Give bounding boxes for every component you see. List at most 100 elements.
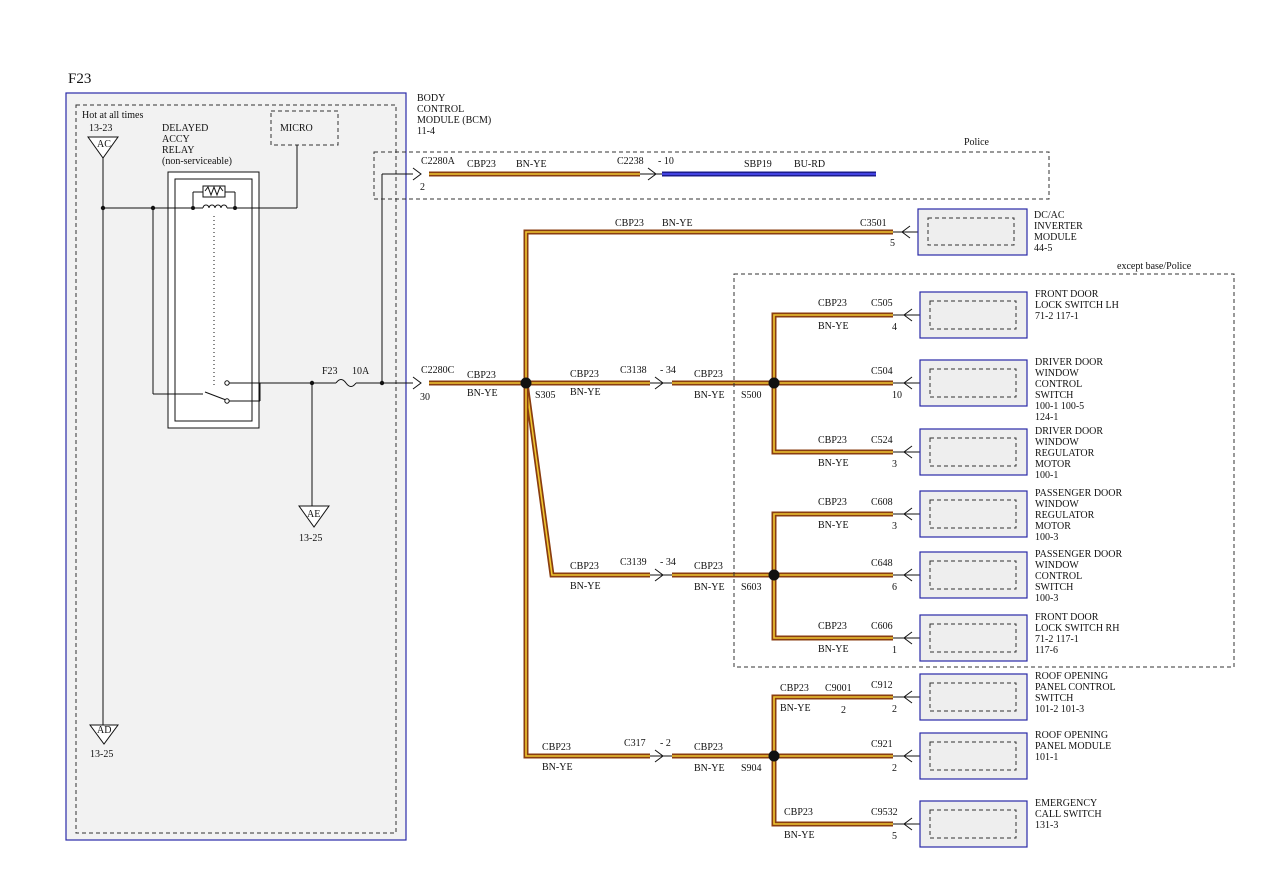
c9532-color-label: BN-YE — [784, 830, 815, 841]
inverter-circuit: CBP23 — [615, 218, 644, 229]
c505-color-label: BN-YE — [818, 321, 849, 332]
c504-module-box[interactable] — [919, 359, 1028, 407]
connector-ad-icon[interactable] — [89, 724, 119, 745]
switch-contact-no — [224, 398, 230, 404]
wire-s305-c3501-stripe — [525, 231, 893, 383]
c524-label-2: WINDOW — [1035, 437, 1079, 448]
c648-module-box[interactable] — [919, 551, 1028, 599]
police-circuit-2: SBP19 — [744, 159, 772, 170]
micro-label: MICRO — [280, 123, 313, 134]
c2280a-pin: 2 — [420, 182, 425, 193]
bcm-label-2: CONTROL — [417, 104, 464, 115]
connector-c505-icon[interactable] — [903, 308, 913, 322]
c608-color-label: BN-YE — [818, 520, 849, 531]
bcm-internal-boundary — [75, 104, 397, 834]
connector-ac-icon[interactable] — [87, 136, 119, 159]
splice-s904-label: S904 — [741, 763, 762, 774]
c9532-connector-label: C9532 — [871, 807, 898, 818]
splice-s500[interactable] — [768, 377, 780, 389]
wire-s904-c912-c9532[interactable] — [771, 694, 893, 827]
c504-pin-label: 10 — [892, 390, 902, 401]
c9532-circuit-label: CBP23 — [784, 807, 813, 818]
splice-s603[interactable] — [768, 569, 780, 581]
c912-connector-label: C912 — [871, 680, 893, 691]
c921-label-2: PANEL MODULE — [1035, 741, 1111, 752]
c524-circuit-label: CBP23 — [818, 435, 847, 446]
c524-pin-label: 3 — [892, 459, 897, 470]
inverter-module-box[interactable] — [917, 208, 1028, 256]
c3138-circuit-b: CBP23 — [694, 369, 723, 380]
bcm-label-4: 11-4 — [417, 126, 435, 137]
c608-module-box[interactable] — [919, 490, 1028, 538]
c648-label-2: WINDOW — [1035, 560, 1079, 571]
c2238-label: C2238 — [617, 156, 644, 167]
splice-s603-label: S603 — [741, 582, 762, 593]
main-color: BN-YE — [467, 388, 498, 399]
c504-label-3: CONTROL — [1035, 379, 1082, 390]
splice-s305[interactable] — [520, 377, 532, 389]
connector-c3501-icon[interactable] — [901, 225, 911, 239]
c648-label-4: SWITCH — [1035, 582, 1073, 593]
connector-c9532-icon[interactable] — [903, 817, 913, 831]
c921-label-1: ROOF OPENING — [1035, 730, 1108, 741]
c912-label-2: PANEL CONTROL — [1035, 682, 1116, 693]
splice-s500-label: S500 — [741, 390, 762, 401]
except-base-police-box — [733, 273, 1235, 668]
c606-module-box[interactable] — [919, 614, 1028, 662]
fuse-name: F23 — [322, 366, 338, 377]
c608-circuit-label: CBP23 — [818, 497, 847, 508]
c3138-label: C3138 — [620, 365, 647, 376]
connector-c921-icon[interactable] — [903, 749, 913, 763]
c3139-color-a: BN-YE — [570, 581, 601, 592]
splice-s904[interactable] — [768, 750, 780, 762]
c648-label-3: CONTROL — [1035, 571, 1082, 582]
connector-ae-icon[interactable] — [298, 505, 330, 528]
except-label: except base/Police — [1117, 261, 1192, 272]
c505-label-2: LOCK SWITCH LH — [1035, 300, 1119, 311]
c648-label-1: PASSENGER DOOR — [1035, 549, 1122, 560]
c608-label-1: PASSENGER DOOR — [1035, 488, 1122, 499]
police-circuit: CBP23 — [467, 159, 496, 170]
c2280c-label: C2280C — [421, 365, 455, 376]
c9532-module-box[interactable] — [919, 800, 1028, 848]
c524-module-box[interactable] — [919, 428, 1028, 476]
c606-label-3: 71-2 117-1 — [1035, 634, 1079, 645]
c505-label-1: FRONT DOOR — [1035, 289, 1099, 300]
resistor-zigzag — [204, 185, 224, 197]
police-color: BN-YE — [516, 159, 547, 170]
connector-c2280c-icon[interactable] — [412, 376, 422, 390]
c912-module-inner — [929, 682, 1017, 712]
connector-c524-icon[interactable] — [903, 445, 913, 459]
relay-label-1: DELAYED — [162, 123, 208, 134]
c608-label-4: MOTOR — [1035, 521, 1071, 532]
connector-c504-icon[interactable] — [903, 376, 913, 390]
c912-connector2-label: C9001 — [825, 683, 852, 694]
c648-label-5: 100-3 — [1035, 593, 1058, 604]
relay-coil-icon — [202, 204, 228, 209]
connector-c606-icon[interactable] — [903, 631, 913, 645]
wire-s305-c3139[interactable] — [523, 382, 650, 578]
c921-connector-label: C921 — [871, 739, 893, 750]
connector-c912-icon[interactable] — [903, 690, 913, 704]
c912-color-label: BN-YE — [780, 703, 811, 714]
connector-c648-icon[interactable] — [903, 568, 913, 582]
connector-c608-icon[interactable] — [903, 507, 913, 521]
c504-label-1: DRIVER DOOR — [1035, 357, 1103, 368]
micro-box[interactable] — [270, 110, 339, 146]
inverter-module-inner — [927, 217, 1015, 246]
c505-module-box[interactable] — [919, 291, 1028, 339]
connector-c2280a-icon[interactable] — [412, 167, 422, 181]
c912-module-box[interactable] — [919, 673, 1028, 721]
c3501-label: C3501 — [860, 218, 887, 229]
c504-connector-label: C504 — [871, 366, 893, 377]
c524-connector-label: C524 — [871, 435, 893, 446]
connector-ae-label: AE — [307, 509, 320, 520]
ref-13-23: 13-23 — [89, 123, 112, 134]
c608-connector-label: C608 — [871, 497, 893, 508]
c3138-pin: - 34 — [660, 365, 676, 376]
page-title: F23 — [68, 71, 91, 87]
c505-pin-label: 4 — [892, 322, 897, 333]
c921-module-box[interactable] — [919, 732, 1028, 780]
ref-ae: 13-25 — [299, 533, 322, 544]
fuse-f23-icon[interactable] — [335, 379, 357, 387]
